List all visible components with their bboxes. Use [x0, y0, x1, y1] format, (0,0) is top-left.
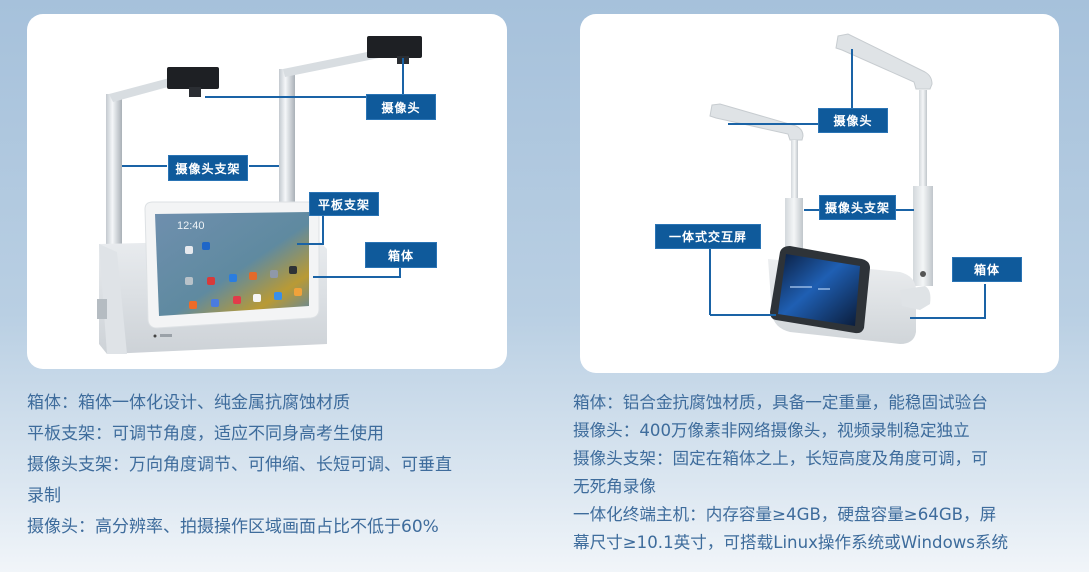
- spec-camera-stand: 摄像头支架：万向角度调节、可伸缩、长短可调、可垂直: [27, 455, 452, 475]
- label-camera: 摄像头: [818, 108, 888, 133]
- spec-camera-stand: 摄像头支架：固定在箱体之上，长短高度及角度可调，可: [573, 449, 988, 468]
- label-box: 箱体: [365, 242, 437, 268]
- spec-camera-stand-cont: 录制: [27, 486, 61, 506]
- left-product-image-panel: 12:40 摄像头 摄像头支架 平板支架 箱体: [27, 14, 507, 369]
- spec-box: 箱体：铝合金抗腐蚀材质，具备一定重量，能稳固试验台: [573, 393, 988, 412]
- right-specs-list: 箱体：铝合金抗腐蚀材质，具备一定重量，能稳固试验台 摄像头：400万像素非网络摄…: [573, 389, 1008, 557]
- label-camera: 摄像头: [366, 94, 436, 120]
- spec-box: 箱体：箱体一体化设计、纯金属抗腐蚀材质: [27, 393, 350, 413]
- spec-camera: 摄像头：高分辨率、拍摄操作区域画面占比不低于60%: [27, 517, 439, 537]
- spec-terminal-host-cont: 幕尺寸≥10.1英寸，可搭载Linux操作系统或Windows系统: [573, 533, 1009, 552]
- label-camera-stand: 摄像头支架: [168, 155, 248, 181]
- spec-tablet-stand: 平板支架：可调节角度，适应不同身高考生使用: [27, 424, 384, 444]
- label-camera-stand: 摄像头支架: [819, 195, 896, 220]
- left-specs-list: 箱体：箱体一体化设计、纯金属抗腐蚀材质 平板支架：可调节角度，适应不同身高考生使…: [27, 388, 452, 543]
- spec-camera: 摄像头：400万像素非网络摄像头，视频录制稳定独立: [573, 421, 970, 440]
- label-interactive-screen: 一体式交互屏: [655, 224, 761, 249]
- label-tablet-stand: 平板支架: [309, 192, 379, 216]
- label-box: 箱体: [952, 257, 1022, 282]
- tablet-clock: 12:40: [177, 220, 205, 232]
- spec-camera-stand-cont: 无死角录像: [573, 477, 656, 496]
- dual-camera-tablet-device-illustration: 12:40: [97, 36, 422, 354]
- right-product-image-panel: 摄像头 摄像头支架 一体式交互屏 箱体: [580, 14, 1059, 373]
- spec-terminal-host: 一体化终端主机：内存容量≥4GB，硬盘容量≥64GB，屏: [573, 505, 997, 524]
- interactive-screen-device-illustration: [709, 33, 986, 344]
